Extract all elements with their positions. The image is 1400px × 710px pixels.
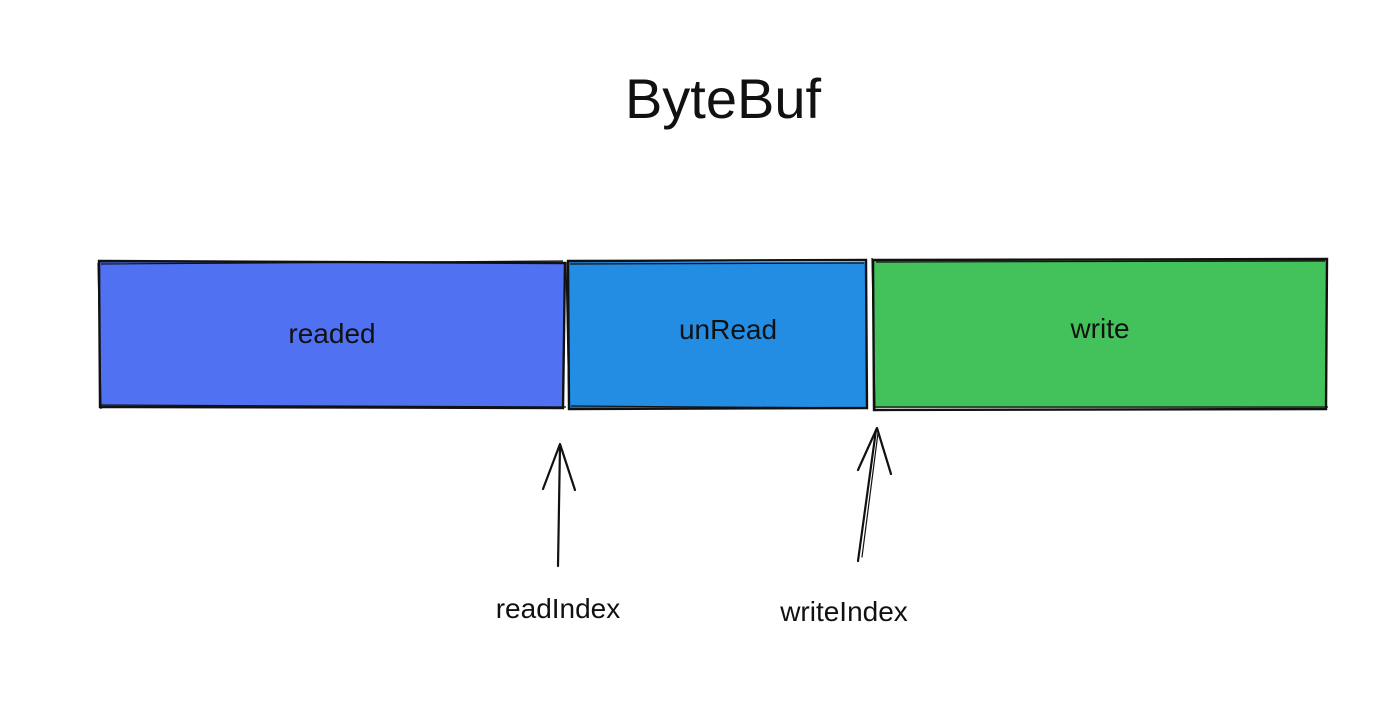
segment-write-sketch-stroke [871, 257, 1328, 412]
segment-unread-sketch-stroke [565, 261, 869, 411]
write-index-arrow-shaft [856, 428, 878, 563]
segment-readed [97, 259, 567, 410]
segment-readed-sketch-stroke [97, 260, 567, 410]
segment-write-label: write [1070, 313, 1130, 344]
diagram-title: ByteBuf [624, 67, 822, 130]
read-index-arrow-head [541, 442, 577, 492]
write-index-arrow-head [856, 426, 893, 476]
segment-readed-label: readed [288, 318, 376, 349]
read-index-arrow-shaft [556, 444, 562, 568]
segment-unread [565, 258, 869, 411]
write-index-arrow-shaft-sketch [861, 432, 879, 558]
segment-readed-box [100, 262, 564, 408]
read-index-label: readIndex [495, 593, 621, 624]
segment-unread-box [569, 262, 866, 408]
write-index-label: writeIndex [780, 596, 908, 627]
segment-write-box [874, 260, 1326, 408]
write-index-arrow [856, 426, 893, 563]
segment-write [871, 257, 1329, 412]
segment-unread-label: unRead [678, 314, 778, 345]
read-index-arrow [541, 442, 577, 568]
